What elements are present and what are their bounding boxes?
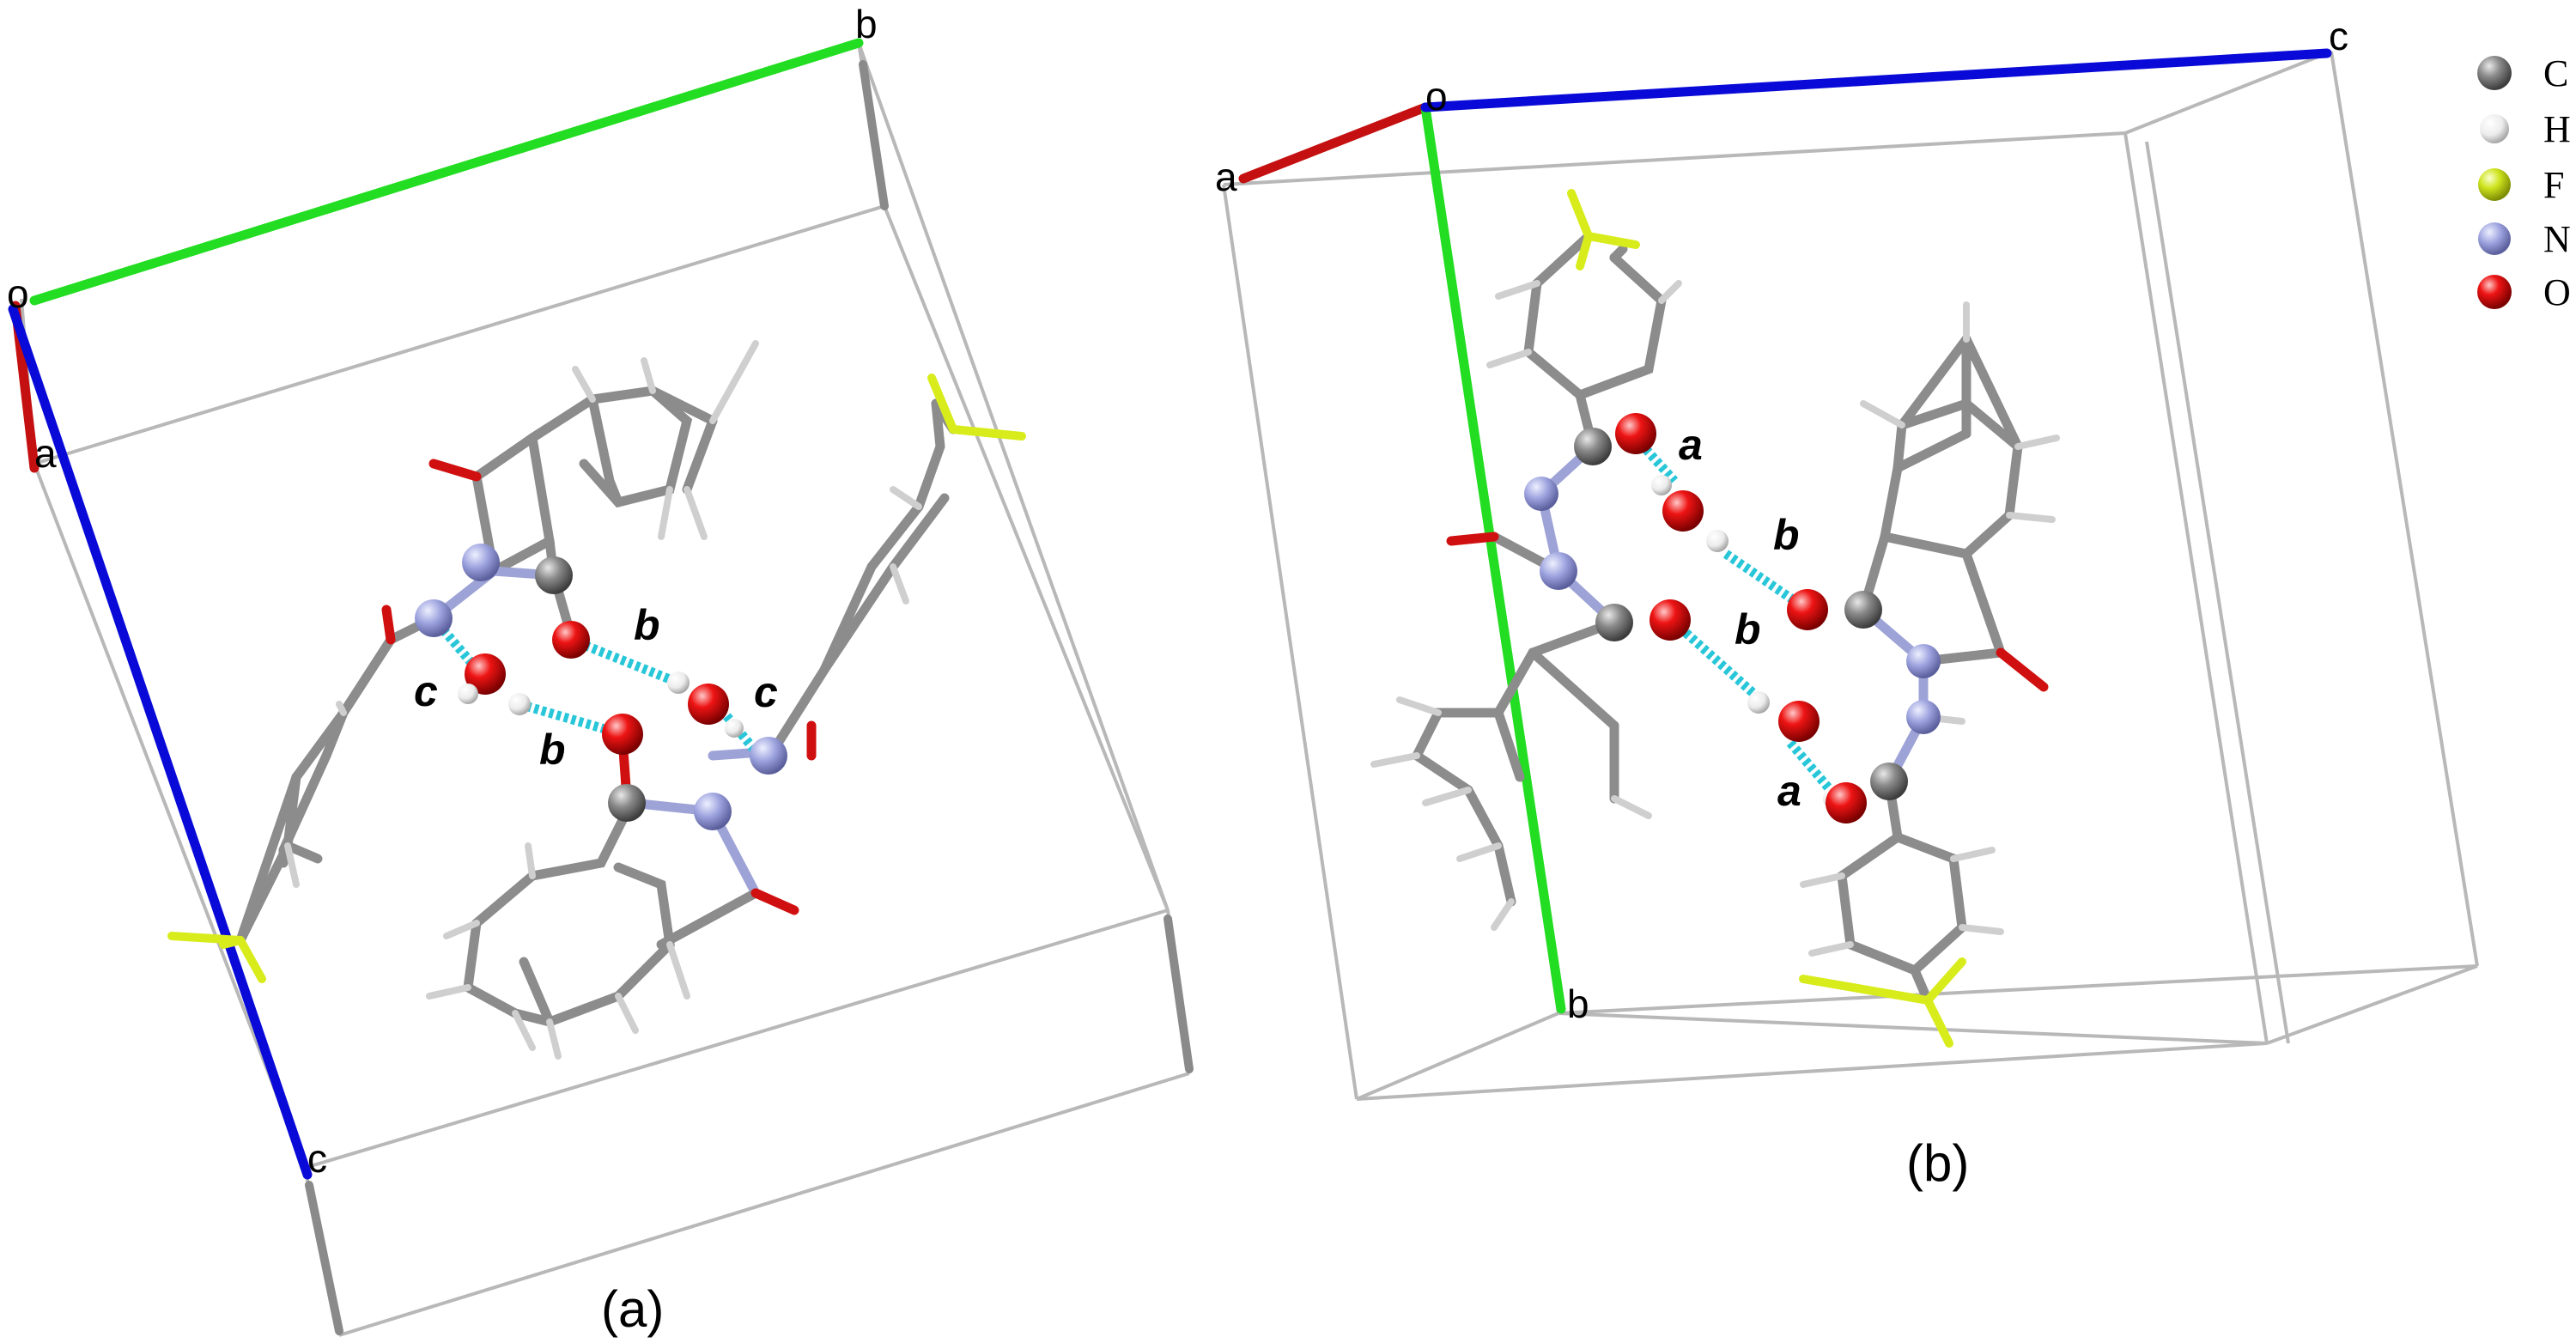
panel-a-axis-a-label: a (34, 431, 57, 476)
panel-b-molecules (1370, 189, 2060, 1048)
panel-a-unit-cell (20, 42, 1194, 1337)
panel-a-hbond-label: c (754, 668, 778, 716)
panel-b-axis-a-label: a (1215, 155, 1237, 199)
panel-b-hbond-label: b (1773, 511, 1800, 559)
panel-a-caption: (a) (601, 1280, 664, 1338)
panel-a-axis-b-label: b (855, 2, 878, 46)
panel-b-hbond-label: a (1679, 421, 1703, 469)
panel-b-caption: (b) (1906, 1134, 1969, 1192)
legend-swatch-o (2477, 275, 2512, 309)
panel-b-axis-a (1238, 102, 1431, 184)
panel-a-axis-c (8, 304, 313, 1180)
legend-label-c: C (2543, 52, 2568, 94)
panel-a-hbond-label: b (539, 726, 566, 774)
panel-a-molecules (167, 340, 1026, 1060)
panel-b-axis-c (1420, 48, 2332, 112)
legend-label-n: N (2543, 218, 2571, 260)
panel-a-axis-c-label: c (307, 1136, 327, 1181)
panel-b-hbond-label: a (1777, 767, 1801, 815)
legend-swatch-n (2478, 222, 2511, 255)
panel-b: o a b c (1215, 14, 2479, 1192)
legend-label-o: O (2543, 271, 2571, 313)
legend-swatch-f (2478, 168, 2511, 201)
legend-label-h: H (2543, 108, 2571, 150)
panel-a: o a b c (7, 2, 1194, 1338)
panel-a-hbond-label: b (634, 601, 660, 649)
panel-b-axis-b-label: b (1567, 981, 1589, 1026)
legend-label-f: F (2543, 164, 2564, 206)
panel-b-axis-c-label: c (2329, 14, 2348, 58)
panel-b-hbond (1722, 550, 1811, 614)
panel-b-hbond (1671, 618, 1759, 700)
element-legend: C H F N O (2477, 52, 2571, 313)
panel-b-axis-b (1420, 102, 1566, 1014)
panel-a-axis-b (29, 38, 864, 306)
panel-a-hbond (518, 699, 624, 739)
panel-b-origin-label: o (1425, 74, 1448, 118)
panel-b-hbond-label: b (1735, 605, 1761, 653)
panel-a-hbond (568, 635, 681, 688)
legend-swatch-c (2477, 56, 2512, 90)
panel-b-unit-cell (1222, 50, 2479, 1101)
legend-swatch-h (2480, 114, 2509, 143)
panel-a-origin-label: o (7, 271, 29, 316)
panel-a-hbond-label: c (414, 667, 438, 715)
